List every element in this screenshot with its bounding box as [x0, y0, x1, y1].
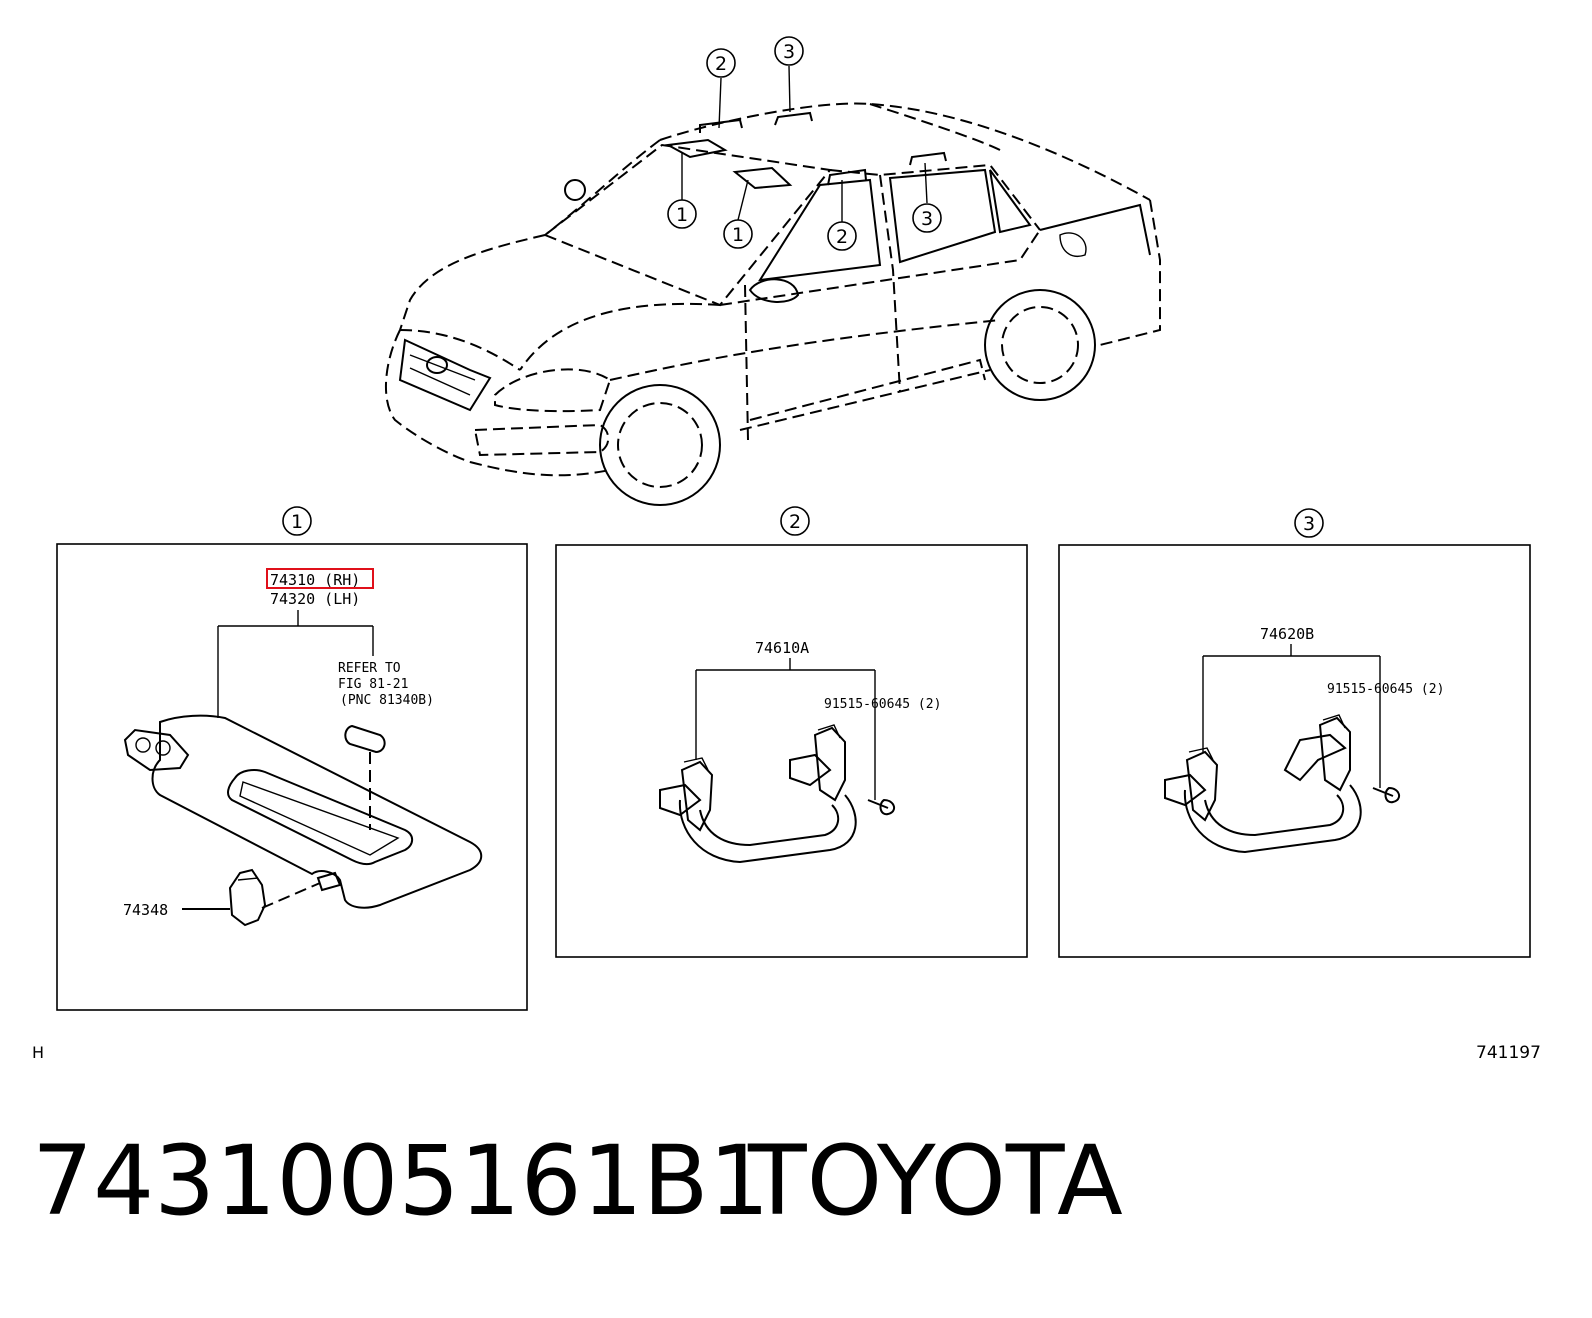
- panel1-callout: 1: [291, 511, 303, 533]
- callout-2-top: 2: [715, 53, 727, 75]
- part-number-title: 7431005161B1: [32, 1125, 770, 1237]
- car-illustration: [384, 65, 1161, 506]
- car-callouts: 2 3 1 1 2 3: [667, 36, 942, 251]
- refer-line3: (PNC 81340B): [340, 693, 434, 708]
- refer-line2: FIG 81-21: [338, 677, 408, 692]
- callout-1-right: 1: [732, 224, 744, 246]
- refer-line1: REFER TO: [338, 661, 401, 676]
- panel3-frame: [1058, 544, 1531, 958]
- screw-icon-rear: [1372, 786, 1401, 804]
- highlight-box: [266, 568, 374, 589]
- panel3-callout: 3: [1303, 513, 1315, 535]
- panel-headings: 1 2 3: [282, 506, 1324, 538]
- panel2-callout: 2: [789, 511, 801, 533]
- part-74348[interactable]: 74348: [123, 901, 168, 919]
- vanity-mirror: [227, 769, 414, 866]
- part-74610A[interactable]: 74610A: [755, 639, 809, 657]
- grip-handle-outer: [678, 794, 857, 864]
- bulb-icon: [344, 724, 386, 754]
- brand-title: TOYOTA: [748, 1125, 1123, 1237]
- panel3-assist-grip: 74620B 91515-60645 (2): [1058, 544, 1531, 958]
- panel2-assist-grip: 74610A 91515-60645 (2): [555, 544, 1028, 958]
- diagram-code-right: 741197: [1476, 1043, 1541, 1063]
- diagram-code-left: H: [32, 1043, 45, 1062]
- part-91515-60645-rear[interactable]: 91515-60645 (2): [1327, 682, 1444, 697]
- part-74320-lh[interactable]: 74320 (LH): [270, 590, 360, 608]
- panel2-frame: [555, 544, 1028, 958]
- callout-1-left: 1: [676, 204, 688, 226]
- part-74620B[interactable]: 74620B: [1260, 625, 1314, 643]
- panel1-frame: [56, 543, 528, 1011]
- part-74310-rh[interactable]: 74310 (RH): [270, 571, 360, 589]
- callout-3-side: 3: [921, 208, 933, 230]
- panel1-sun-visor: 74310 (RH) 74320 (LH) REFER TO FIG 81-21…: [56, 543, 528, 1011]
- grip-handle-outer-rear: [1183, 784, 1362, 854]
- screw-icon: [867, 798, 896, 816]
- part-91515-60645-front[interactable]: 91515-60645 (2): [824, 697, 941, 712]
- callout-2-side: 2: [836, 226, 848, 248]
- sun-visor-body: [151, 714, 483, 909]
- visor-holder-clip: [228, 868, 267, 927]
- callout-3-top: 3: [783, 41, 795, 63]
- visor-hinge: [123, 728, 190, 772]
